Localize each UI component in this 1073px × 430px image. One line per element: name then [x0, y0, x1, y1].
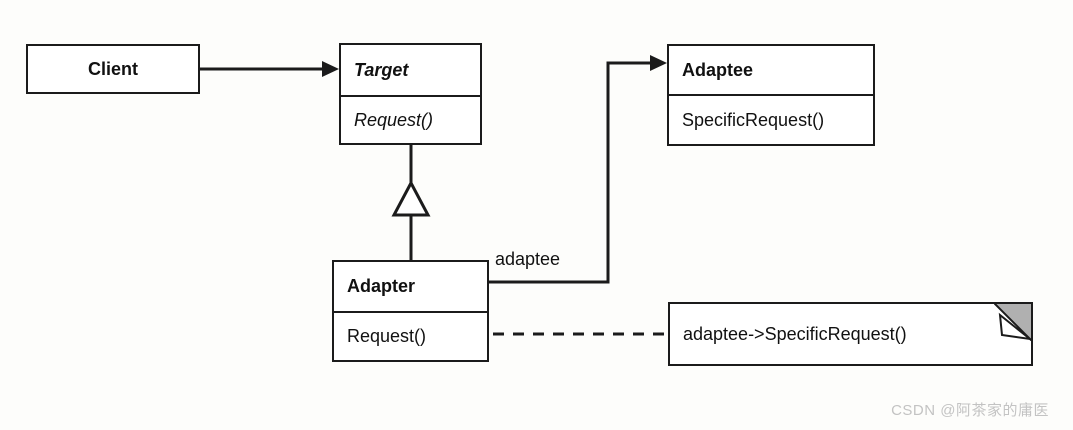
note-text: adaptee->SpecificRequest() [683, 323, 907, 344]
class-name-target: Target [354, 59, 409, 80]
association-role-label-adaptee: adaptee [495, 249, 561, 269]
arrowhead-filled-target [322, 61, 339, 77]
class-operation-adapter-request: Request() [334, 311, 487, 360]
edge-adapter-to-target-generalization [391, 145, 431, 260]
class-box-adapter[interactable]: Adapter Request() [332, 260, 489, 362]
note-box[interactable]: adaptee->SpecificRequest() [668, 302, 1033, 366]
class-box-target[interactable]: Target Request() [339, 43, 482, 145]
generalization-hollow-triangle [391, 179, 431, 217]
class-name-adapter: Adapter [347, 276, 416, 296]
class-operation-adaptee-specificrequest: SpecificRequest() [669, 94, 873, 144]
class-name-client: Client [87, 58, 138, 79]
edge-request-to-note [457, 325, 668, 343]
note-folded-corner-icon [994, 303, 1032, 341]
arrowhead-filled-adaptee [650, 55, 667, 71]
watermark-text: CSDN @阿茶家的庸医 [891, 402, 1049, 419]
class-box-adaptee[interactable]: Adaptee SpecificRequest() [667, 44, 875, 146]
edge-client-to-target [200, 61, 339, 77]
class-box-client[interactable]: Client [26, 44, 200, 94]
class-name-adaptee: Adaptee [682, 59, 754, 80]
edge-adapter-to-adaptee [489, 55, 667, 284]
class-operation-target-request: Request() [341, 95, 480, 143]
